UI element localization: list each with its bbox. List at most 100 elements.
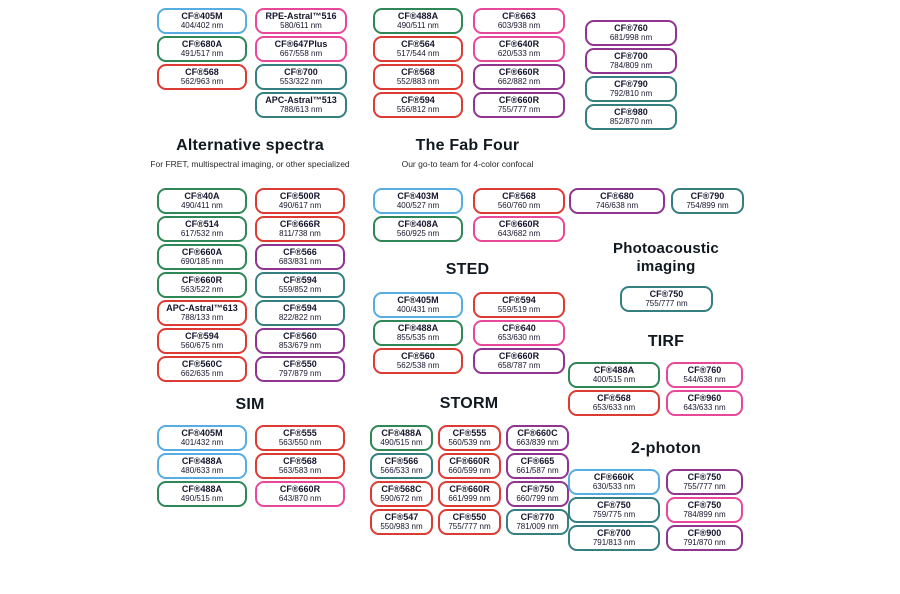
dye-name: CF®663 (502, 11, 536, 22)
dye-wavelength: 617/532 nm (180, 228, 224, 238)
dye-name: CF®560 (283, 331, 317, 342)
dye-name: CF®660R (449, 456, 490, 467)
dye-name: CF®594 (283, 275, 317, 286)
dye-name: CF®555 (452, 428, 487, 439)
dye-name: CF®750 (520, 484, 555, 495)
dye-wavelength: 490/411 nm (181, 200, 223, 210)
dye-wavelength: 563/583 nm (278, 465, 322, 475)
section-subtitle-fab-four: Our go-to team for 4-color confocal (401, 159, 534, 169)
dye-name: CF®640R (498, 39, 540, 50)
dye-name: CF®560 (401, 351, 435, 362)
dye-name: CF®666R (279, 219, 321, 230)
dye-name: CF®594 (185, 331, 219, 342)
dye-wavelength: 590/672 nm (380, 493, 423, 503)
dye-wavelength: 683/831 nm (278, 256, 322, 266)
dye-wavelength: 667/558 nm (279, 48, 323, 58)
dye-name: APC-Astral™513 (265, 95, 337, 106)
dye-name: CF®647Plus (274, 39, 328, 50)
dye-wavelength: 400/431 nm (396, 304, 440, 314)
section-title-photoacoustic: Photoacoustic imaging (613, 240, 719, 275)
dye-wavelength: 559/519 nm (497, 304, 541, 314)
dye-name: CF®405M (397, 295, 439, 306)
dye-name: CF®660C (517, 428, 558, 439)
dye-wavelength: 797/879 nm (278, 368, 322, 378)
dye-name: CF®750 (649, 289, 684, 300)
dye-wavelength: 660/599 nm (448, 465, 491, 475)
dye-wavelength: 788/613 nm (279, 104, 323, 114)
dye-name: CF®488A (397, 11, 439, 22)
dye-wavelength: 559/852 nm (278, 284, 322, 294)
dye-name: CF®750 (687, 500, 722, 511)
dye-wavelength: 490/617 nm (278, 200, 322, 210)
dye-wavelength: 662/882 nm (497, 76, 541, 86)
dye-wavelength: 490/515 nm (380, 437, 423, 447)
dye-wavelength: 759/775 nm (592, 509, 636, 519)
dye-name: CF®660R (498, 67, 540, 78)
dye-wavelength: 792/810 nm (609, 88, 653, 98)
dye-name: CF®660R (449, 484, 490, 495)
dye-wavelength: 755/777 nm (497, 104, 541, 114)
dye-name: CF®680A (181, 39, 223, 50)
dye-name: CF®770 (520, 512, 555, 523)
dye-wavelength: 630/533 nm (592, 481, 636, 491)
dye-name: CF®488A (181, 456, 223, 467)
dye-wavelength: 553/322 nm (279, 76, 323, 86)
dye-wavelength: 562/963 nm (180, 76, 224, 86)
dye-wavelength: 658/787 nm (497, 360, 541, 370)
dye-name: CF®750 (687, 472, 722, 483)
dye-name: CF®700 (284, 67, 318, 78)
dye-wavelength: 560/539 nm (448, 437, 491, 447)
dye-name: CF®594 (502, 295, 536, 306)
dye-name: CF®403M (397, 191, 439, 202)
dye-wavelength: 661/999 nm (448, 493, 491, 503)
dye-name: CF®568 (185, 67, 219, 78)
dye-wavelength: 690/185 nm (180, 256, 224, 266)
dye-name: CF®660R (498, 219, 540, 230)
dye-wavelength: 400/515 nm (592, 374, 636, 384)
section-subtitle-alternative-spectra: For FRET, multispectral imaging, or othe… (150, 159, 350, 169)
dye-name: CF®594 (283, 303, 317, 314)
dye-name: CF®660R (498, 95, 540, 106)
dye-wavelength: 643/870 nm (278, 493, 322, 503)
dye-name: CF®488A (181, 484, 223, 495)
dye-name: CF®700 (597, 528, 631, 539)
dye-wavelength: 653/633 nm (592, 402, 636, 412)
